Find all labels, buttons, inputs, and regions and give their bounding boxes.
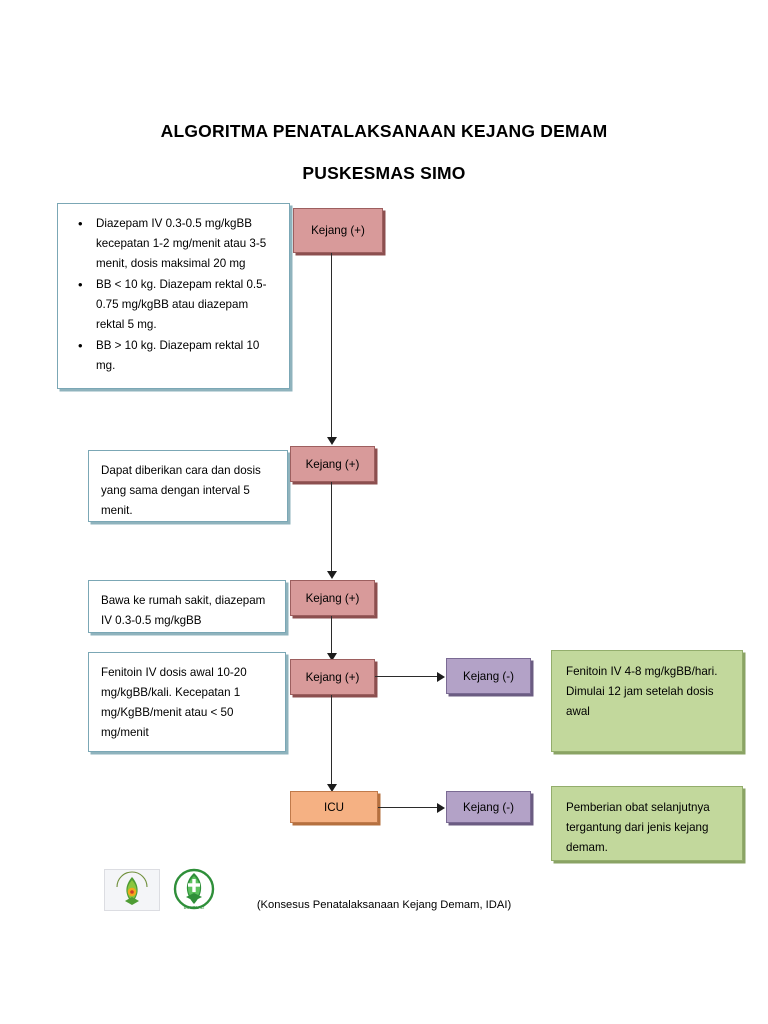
node-icu[interactable]: ICU: [290, 791, 378, 823]
note-bullet-item: BB < 10 kg. Diazepam rektal 0.5-0.75 mg/…: [78, 274, 277, 335]
connector-arrowhead-icu: [327, 784, 337, 792]
connector-arrowhead-kejang2: [327, 437, 337, 445]
connector-arrowhead-kejangneg1: [437, 672, 445, 682]
connector-arrowhead-kejang4: [327, 653, 337, 661]
note-box-step-4: Fenitoin IV dosis awal 10-20 mg/kgBB/kal…: [88, 652, 286, 752]
note-box-step-3: Bawa ke rumah sakit, diazepam IV 0.3-0.5…: [88, 580, 286, 633]
connector-line-kejang4-to-kejangneg1: [375, 676, 440, 678]
node-label: Kejang (+): [311, 224, 365, 237]
connector-line-kejang1-to-kejang2: [331, 253, 333, 439]
outcome-box-fenitoin-maintenance: Fenitoin IV 4-8 mg/kgBB/hari. Dimulai 12…: [551, 650, 743, 752]
node-kejang-positive-4[interactable]: Kejang (+): [290, 659, 375, 695]
puskesmas-simo-logo: [104, 869, 160, 911]
dinas-kesehatan-logo: BOYOLALI: [172, 867, 216, 913]
node-kejang-negative-2[interactable]: Kejang (-): [446, 791, 531, 823]
note-text: Dapat diberikan cara dan dosis yang sama…: [101, 464, 261, 517]
connector-line-kejang2-to-kejang3: [331, 482, 333, 573]
puskesmas-logo-graphic: [116, 871, 148, 905]
note-bullet-item: BB > 10 kg. Diazepam rektal 10 mg.: [78, 335, 277, 376]
node-kejang-positive-1[interactable]: Kejang (+): [293, 208, 383, 253]
connector-arrowhead-kejangneg2: [437, 803, 445, 813]
page-title-line-1: ALGORITMA PENATALAKSANAAN KEJANG DEMAM: [160, 121, 608, 141]
node-label: Kejang (+): [305, 670, 360, 684]
node-label: Kejang (+): [305, 591, 360, 605]
node-label: Kejang (+): [305, 457, 360, 471]
outcome-text: Fenitoin IV 4-8 mg/kgBB/hari. Dimulai 12…: [566, 665, 718, 718]
node-label: Kejang (-): [463, 669, 514, 683]
node-label: Kejang (-): [463, 800, 514, 814]
node-kejang-negative-1[interactable]: Kejang (-): [446, 658, 531, 694]
note-box-step-1: Diazepam IV 0.3-0.5 mg/kgBB kecepatan 1-…: [57, 203, 290, 389]
outcome-text: Pemberian obat selanjutnya tergantung da…: [566, 801, 710, 854]
connector-line-icu-to-kejangneg2: [378, 807, 440, 809]
node-label: ICU: [324, 800, 344, 814]
connector-arrowhead-kejang3: [327, 571, 337, 579]
source-caption: (Konsesus Penatalaksanaan Kejang Demam, …: [256, 899, 512, 911]
node-kejang-positive-2[interactable]: Kejang (+): [290, 446, 375, 482]
connector-line-kejang4-to-icu: [331, 695, 333, 787]
svg-text:BOYOLALI: BOYOLALI: [184, 905, 205, 910]
note-text: Fenitoin IV dosis awal 10-20 mg/kgBB/kal…: [101, 666, 247, 739]
page-title-line-2: PUSKESMAS SIMO: [302, 163, 466, 183]
dinas-kesehatan-logo-graphic: BOYOLALI: [173, 868, 215, 910]
note-bullet-item: Diazepam IV 0.3-0.5 mg/kgBB kecepatan 1-…: [78, 213, 277, 274]
note-box-step-2: Dapat diberikan cara dan dosis yang sama…: [88, 450, 288, 522]
outcome-box-followup-treatment: Pemberian obat selanjutnya tergantung da…: [551, 786, 743, 861]
node-kejang-positive-3[interactable]: Kejang (+): [290, 580, 375, 616]
note-text: Bawa ke rumah sakit, diazepam IV 0.3-0.5…: [101, 594, 266, 627]
connector-line-kejang3-to-kejang4: [331, 616, 333, 656]
note-bullet-list-step-1: Diazepam IV 0.3-0.5 mg/kgBB kecepatan 1-…: [70, 213, 277, 376]
